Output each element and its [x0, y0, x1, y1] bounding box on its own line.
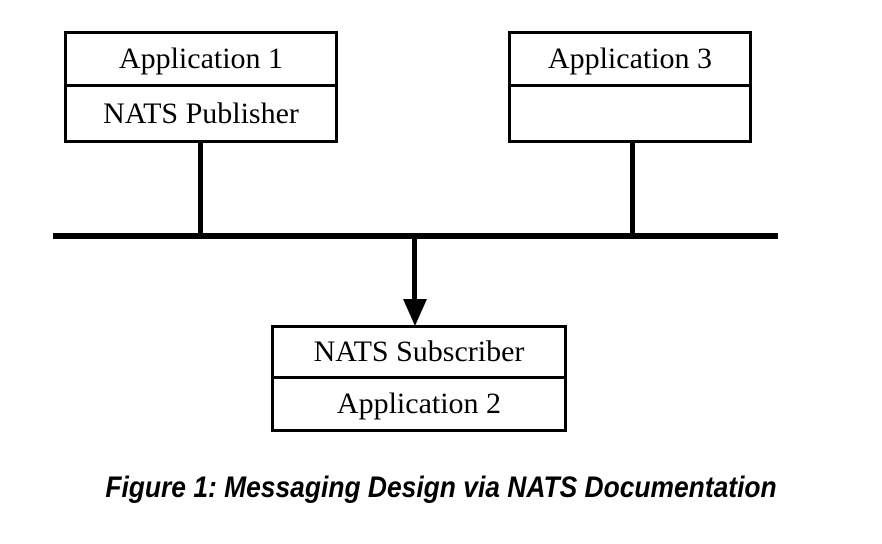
node-application-3: Application 3 [508, 31, 752, 143]
node-application-1-role: NATS Publisher [103, 96, 299, 130]
node-application-2-role: NATS Subscriber [274, 328, 564, 379]
node-application-2: NATS Subscriber Application 2 [271, 325, 567, 432]
connector-bus-to-subscriber [412, 237, 417, 301]
connector-application-1-to-bus [198, 143, 203, 235]
message-bus-line [53, 233, 778, 239]
node-application-2-title: Application 2 [336, 387, 502, 420]
node-application-3-role [511, 87, 749, 140]
node-application-1: Application 1 NATS Publisher [64, 31, 338, 143]
node-application-3-title: Application 3 [511, 34, 749, 87]
figure-caption: Figure 1: Messaging Design via NATS Docu… [105, 471, 777, 504]
node-application-1-title: Application 1 [67, 34, 335, 87]
connector-application-3-to-bus [630, 143, 635, 235]
arrow-head-icon [403, 299, 427, 326]
